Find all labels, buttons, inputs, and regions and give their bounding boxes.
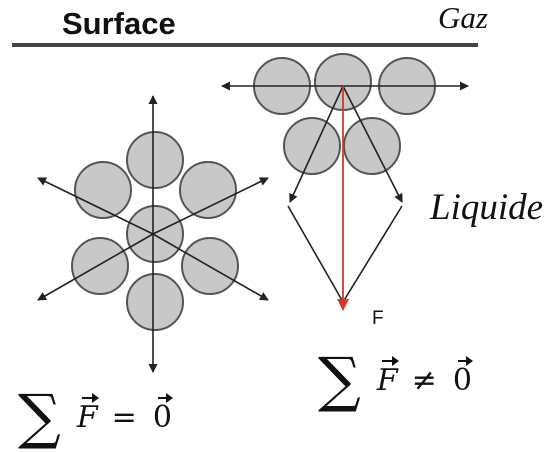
molecule: [71, 237, 129, 295]
liquid-label: Liquide: [430, 187, 544, 228]
force-label: F: [372, 308, 384, 329]
force-arrow-lower-right: [342, 85, 403, 203]
force-arrow-lower-left: [37, 233, 154, 301]
not-equal-operator: ≠: [411, 362, 437, 398]
molecule: [283, 117, 341, 175]
sum-symbol: ∑: [18, 382, 61, 452]
zero-vector: 0: [452, 355, 474, 398]
force-arrow-upper-left: [37, 177, 154, 235]
gas-label: Gaz: [438, 0, 488, 35]
molecule: [126, 131, 184, 189]
force-vector: F: [376, 355, 399, 398]
molecule: [126, 205, 184, 263]
force-arrow-lower-right: [152, 233, 269, 301]
parallelogram-edge-right: [342, 205, 403, 303]
surface-nonequilibrium-equation: ∑ F ≠ 0: [318, 345, 474, 415]
surface-molecule-cluster: [253, 53, 436, 175]
parallelogram-edge-left: [287, 205, 344, 303]
bulk-force-arrows: [37, 95, 269, 373]
bulk-molecule-cluster: [71, 131, 239, 331]
surface-force-arrows: [221, 81, 469, 303]
bulk-equilibrium-equation: ∑ F = 0: [18, 382, 174, 452]
molecule: [179, 161, 237, 219]
molecule: [74, 161, 132, 219]
force-vector: F: [76, 392, 99, 435]
equals-operator: =: [111, 399, 137, 435]
sum-symbol: ∑: [318, 345, 361, 415]
molecule: [343, 117, 401, 175]
molecule: [126, 273, 184, 331]
surface-label: Surface: [62, 6, 176, 41]
force-arrow-upper-right: [152, 177, 269, 235]
zero-vector: 0: [152, 392, 174, 435]
force-arrow-lower-left: [289, 85, 344, 203]
